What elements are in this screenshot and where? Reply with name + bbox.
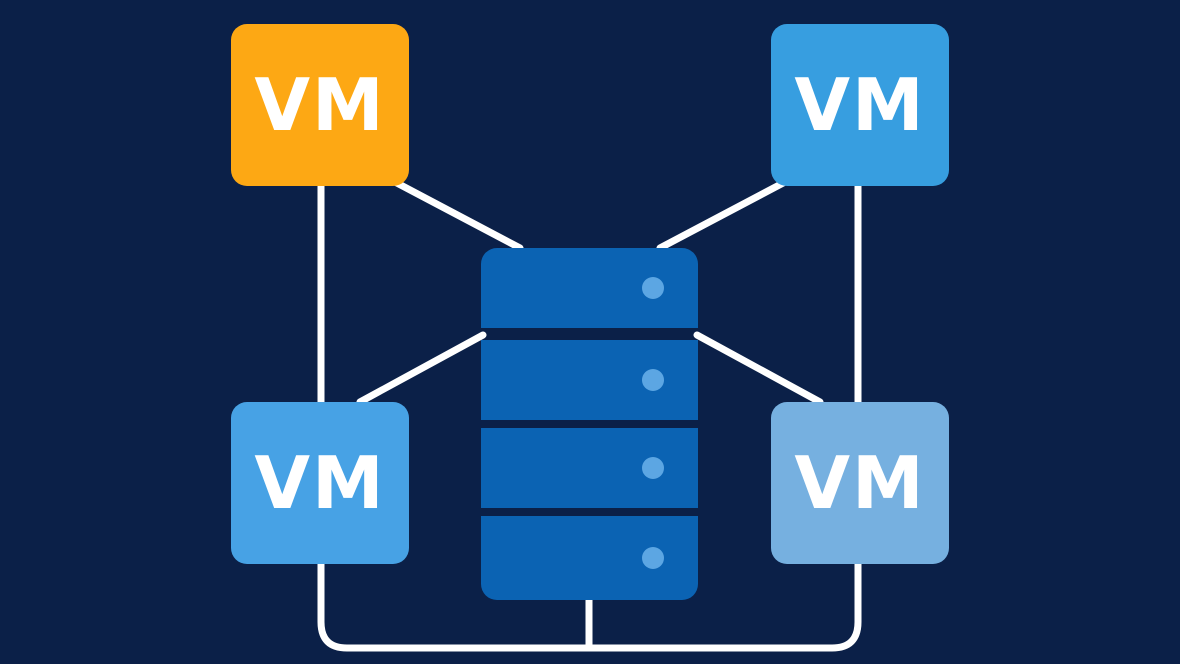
server-status-led-icon <box>642 457 664 479</box>
server-rack-icon[interactable] <box>481 248 698 600</box>
vm-node-top-left[interactable]: VM <box>231 24 409 186</box>
link-bottom-right-to-server <box>693 331 824 406</box>
vm-node-bottom-right[interactable]: VM <box>771 402 949 564</box>
vm-node-bottom-left[interactable]: VM <box>231 402 409 564</box>
server-status-led-icon <box>642 277 664 299</box>
server-unit <box>481 516 698 600</box>
link-top-right-to-server <box>656 178 789 252</box>
server-unit <box>481 428 698 508</box>
server-status-led-icon <box>642 369 664 391</box>
vm-node-top-right[interactable]: VM <box>771 24 949 186</box>
server-unit <box>481 248 698 328</box>
link-bottom-left-to-server <box>356 331 487 406</box>
link-top-left-to-server <box>391 178 524 252</box>
server-status-led-icon <box>642 547 664 569</box>
server-unit <box>481 340 698 420</box>
